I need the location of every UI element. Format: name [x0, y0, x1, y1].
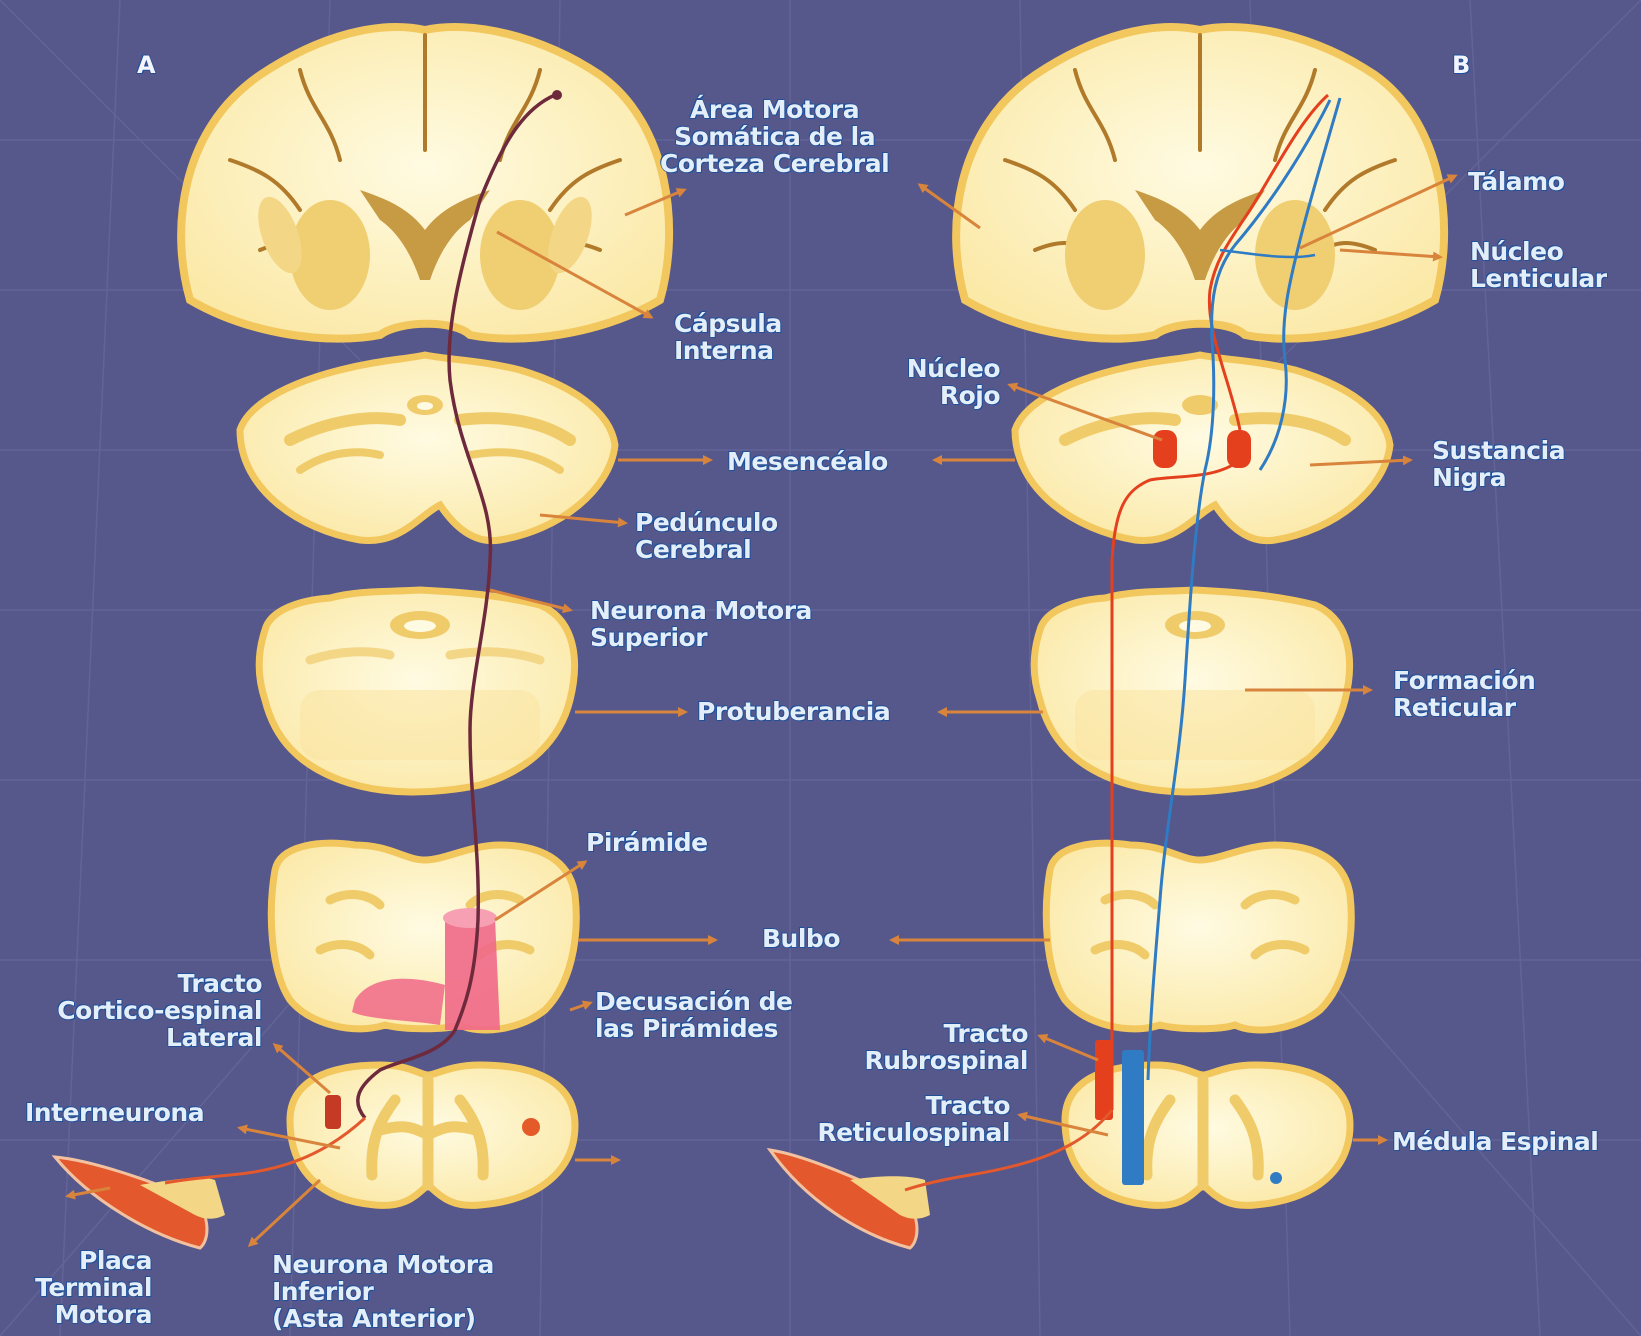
label-sustancia-nigra: Sustancia Nigra [1432, 437, 1565, 491]
label-neurona-motora-inferior: Neurona Motora Inferior (Asta Anterior) [272, 1251, 494, 1332]
label-pedunculo-cerebral: Pedúnculo Cerebral [635, 509, 778, 563]
label-bulbo: Bulbo [762, 925, 840, 952]
label-medula-espinal: Médula Espinal [1392, 1128, 1598, 1155]
brain-section-b [956, 27, 1444, 339]
label-nucleo-rojo: Núcleo Rojo [880, 355, 1000, 409]
label-nucleo-lenticular: Núcleo Lenticular [1470, 238, 1607, 292]
medulla-section-a [271, 843, 576, 1030]
label-talamo: Tálamo [1468, 168, 1564, 195]
label-capsula-interna: Cápsula Interna [674, 310, 782, 364]
label-mesencefalo: Mesencéalo [727, 448, 888, 475]
label-formacion-reticular: Formación Reticular [1393, 667, 1535, 721]
label-placa-terminal-motora: Placa Terminal Motora [10, 1247, 152, 1328]
brain-section-a [181, 27, 669, 339]
spinal-cord-section-a [290, 1065, 575, 1205]
panel-label-b: B [1452, 52, 1470, 79]
midbrain-section-b [1015, 355, 1390, 541]
muscle-b [770, 1150, 930, 1248]
label-protuberancia: Protuberancia [697, 698, 890, 725]
spinal-cord-section-b [1065, 1040, 1350, 1205]
pons-section-a [259, 590, 574, 792]
label-tracto-rubrospinal: Tracto Rubrospinal [820, 1020, 1028, 1074]
panel-label-a: A [137, 52, 155, 79]
label-tracto-reticulospinal: Tracto Reticulospinal [770, 1092, 1010, 1146]
label-tracto-corticoespinal: Tracto Cortico-espinal Lateral [10, 970, 262, 1051]
midbrain-section-a [240, 355, 615, 541]
label-decusacion-piramides: Decusación de las Pirámides [595, 988, 793, 1042]
medulla-section-b [1046, 843, 1351, 1030]
muscle-a [55, 1157, 225, 1248]
label-neurona-motora-superior: Neurona Motora Superior [590, 597, 812, 651]
label-interneurona: Interneurona [25, 1099, 204, 1126]
label-area-motora: Área Motora Somática de la Corteza Cereb… [660, 96, 889, 177]
label-piramide: Pirámide [586, 829, 708, 856]
